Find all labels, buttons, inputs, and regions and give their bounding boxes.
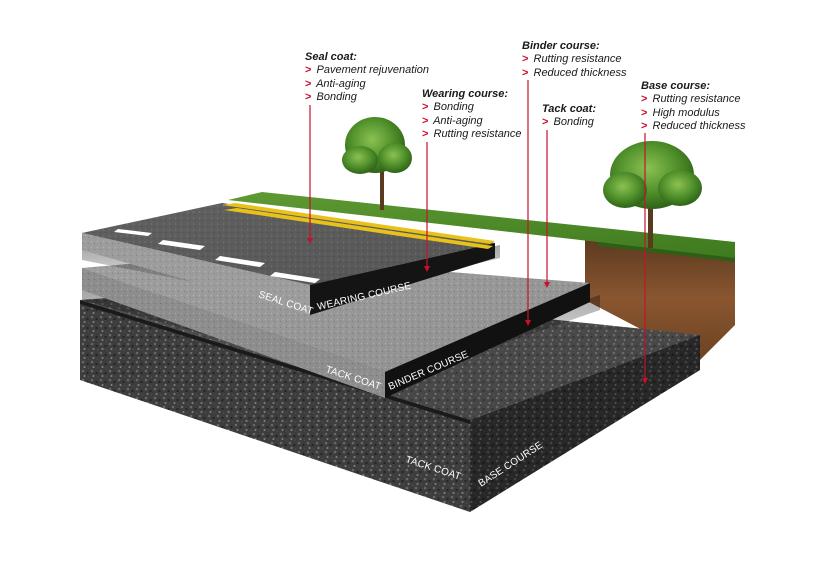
leader-lines (307, 80, 648, 384)
callout-item: > Bonding (422, 101, 474, 114)
callout-tack-coat: Tack coat: > Bonding (542, 103, 596, 130)
wearing-course-side (310, 243, 495, 315)
ground-block (228, 192, 735, 360)
callout-title: Base course: (641, 80, 711, 92)
bullet-chevron-icon: > (522, 53, 529, 66)
bullet-chevron-icon: > (422, 101, 429, 114)
callout-item: > Reduced thickness (641, 120, 746, 133)
soil-face (585, 238, 735, 360)
callout-item: > Rutting resistance (422, 128, 522, 141)
wearing-course-top-shade (82, 203, 495, 285)
bullet-chevron-icon: > (305, 77, 312, 90)
callout-title: Tack coat: (542, 103, 597, 115)
callout-item: > Pavement rejuvenation (305, 64, 430, 77)
callout-item: > Rutting resistance (641, 93, 741, 106)
tack-coat-arrow-icon (544, 130, 550, 288)
base-course-side (470, 335, 700, 512)
bullet-chevron-icon: > (422, 128, 429, 141)
seal-coat-arrow-icon (307, 105, 313, 244)
base-course-front-shade (80, 300, 470, 512)
binder-course-side (385, 283, 590, 398)
bullet-chevron-icon: > (422, 114, 429, 127)
binder-course-front-band (82, 268, 385, 398)
callout-binder-course: Binder course: > Rutting resistance > Re… (522, 40, 626, 80)
callout-wearing-course: Wearing course: > Bonding > Anti-aging >… (422, 88, 522, 142)
callout-title: Binder course: (522, 40, 600, 52)
callout-item: > Bonding (542, 116, 594, 129)
grass-surface (228, 192, 735, 258)
wearing-course-arrow-icon (424, 142, 430, 272)
tree-left-icon (342, 117, 412, 210)
base-course-arrow-icon (642, 133, 648, 384)
binder-course-arrow-icon (525, 80, 531, 326)
bullet-chevron-icon: > (641, 120, 648, 133)
bullet-chevron-icon: > (305, 91, 312, 104)
grass-edge (598, 242, 735, 262)
wearing-course-front-texture (82, 233, 310, 315)
callout-seal-coat: Seal coat: > Pavement rejuvenation > Ant… (305, 51, 429, 105)
callout-item: > Anti-aging (305, 77, 366, 90)
wearing-course-slab (82, 203, 500, 315)
callout-title: Seal coat: (305, 51, 357, 63)
bullet-chevron-icon: > (542, 116, 549, 129)
base-course-side-shade (470, 335, 700, 512)
callout-item: > High modulus (641, 106, 720, 119)
bullet-chevron-icon: > (522, 66, 529, 79)
callout-title: Wearing course: (422, 88, 508, 100)
bullet-chevron-icon: > (641, 93, 648, 106)
callout-item: > Reduced thickness (522, 66, 627, 79)
lane-dash-marking (114, 229, 320, 283)
bullet-chevron-icon: > (305, 64, 312, 77)
base-course-front (80, 300, 470, 512)
callout-base-course: Base course: > Rutting resistance > High… (641, 80, 745, 134)
callout-item: > Bonding (305, 91, 357, 104)
callout-item: > Rutting resistance (522, 53, 622, 66)
tree-right-icon (603, 141, 702, 248)
bullet-chevron-icon: > (641, 106, 648, 119)
callout-item: > Anti-aging (422, 114, 483, 127)
